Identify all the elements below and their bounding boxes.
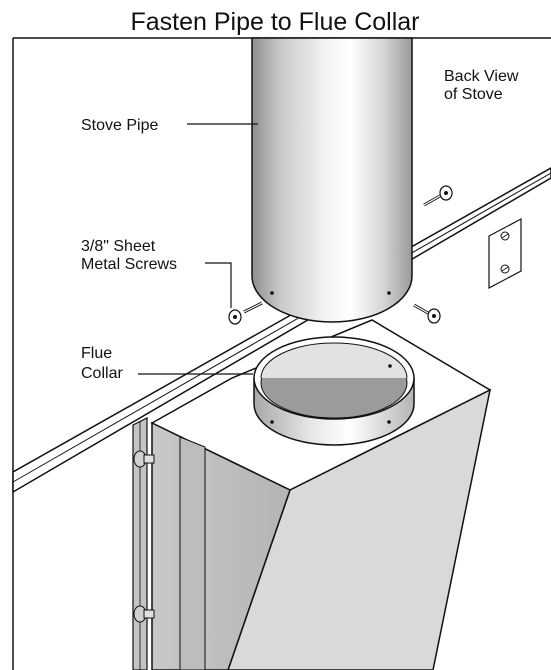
leader-lines bbox=[138, 123, 258, 375]
screws-label-line1: 3/8" Sheet bbox=[81, 238, 156, 255]
hinge-plate bbox=[488, 218, 522, 289]
stove-lower-box bbox=[151, 421, 291, 670]
spare-screw bbox=[423, 185, 453, 207]
back-view-label-line1: Back View bbox=[444, 68, 519, 85]
bracket-bolt-lower bbox=[133, 605, 155, 623]
flue-collar-label-line1: Flue bbox=[81, 345, 112, 362]
stove-pipe-label: Stove Pipe bbox=[81, 117, 158, 134]
sheet-metal-screw-right bbox=[413, 303, 441, 324]
diagram-title: Fasten Pipe to Flue Collar bbox=[130, 8, 419, 36]
flue-collar bbox=[253, 336, 415, 446]
flue-collar-label-line2: Collar bbox=[81, 365, 123, 382]
sheet-metal-screw-left bbox=[228, 301, 263, 325]
back-view-label-line2: of Stove bbox=[444, 86, 503, 103]
stove-pipe bbox=[251, 37, 413, 323]
screws-label-line2: Metal Screws bbox=[81, 256, 177, 273]
bracket-bolt-upper bbox=[133, 450, 155, 468]
